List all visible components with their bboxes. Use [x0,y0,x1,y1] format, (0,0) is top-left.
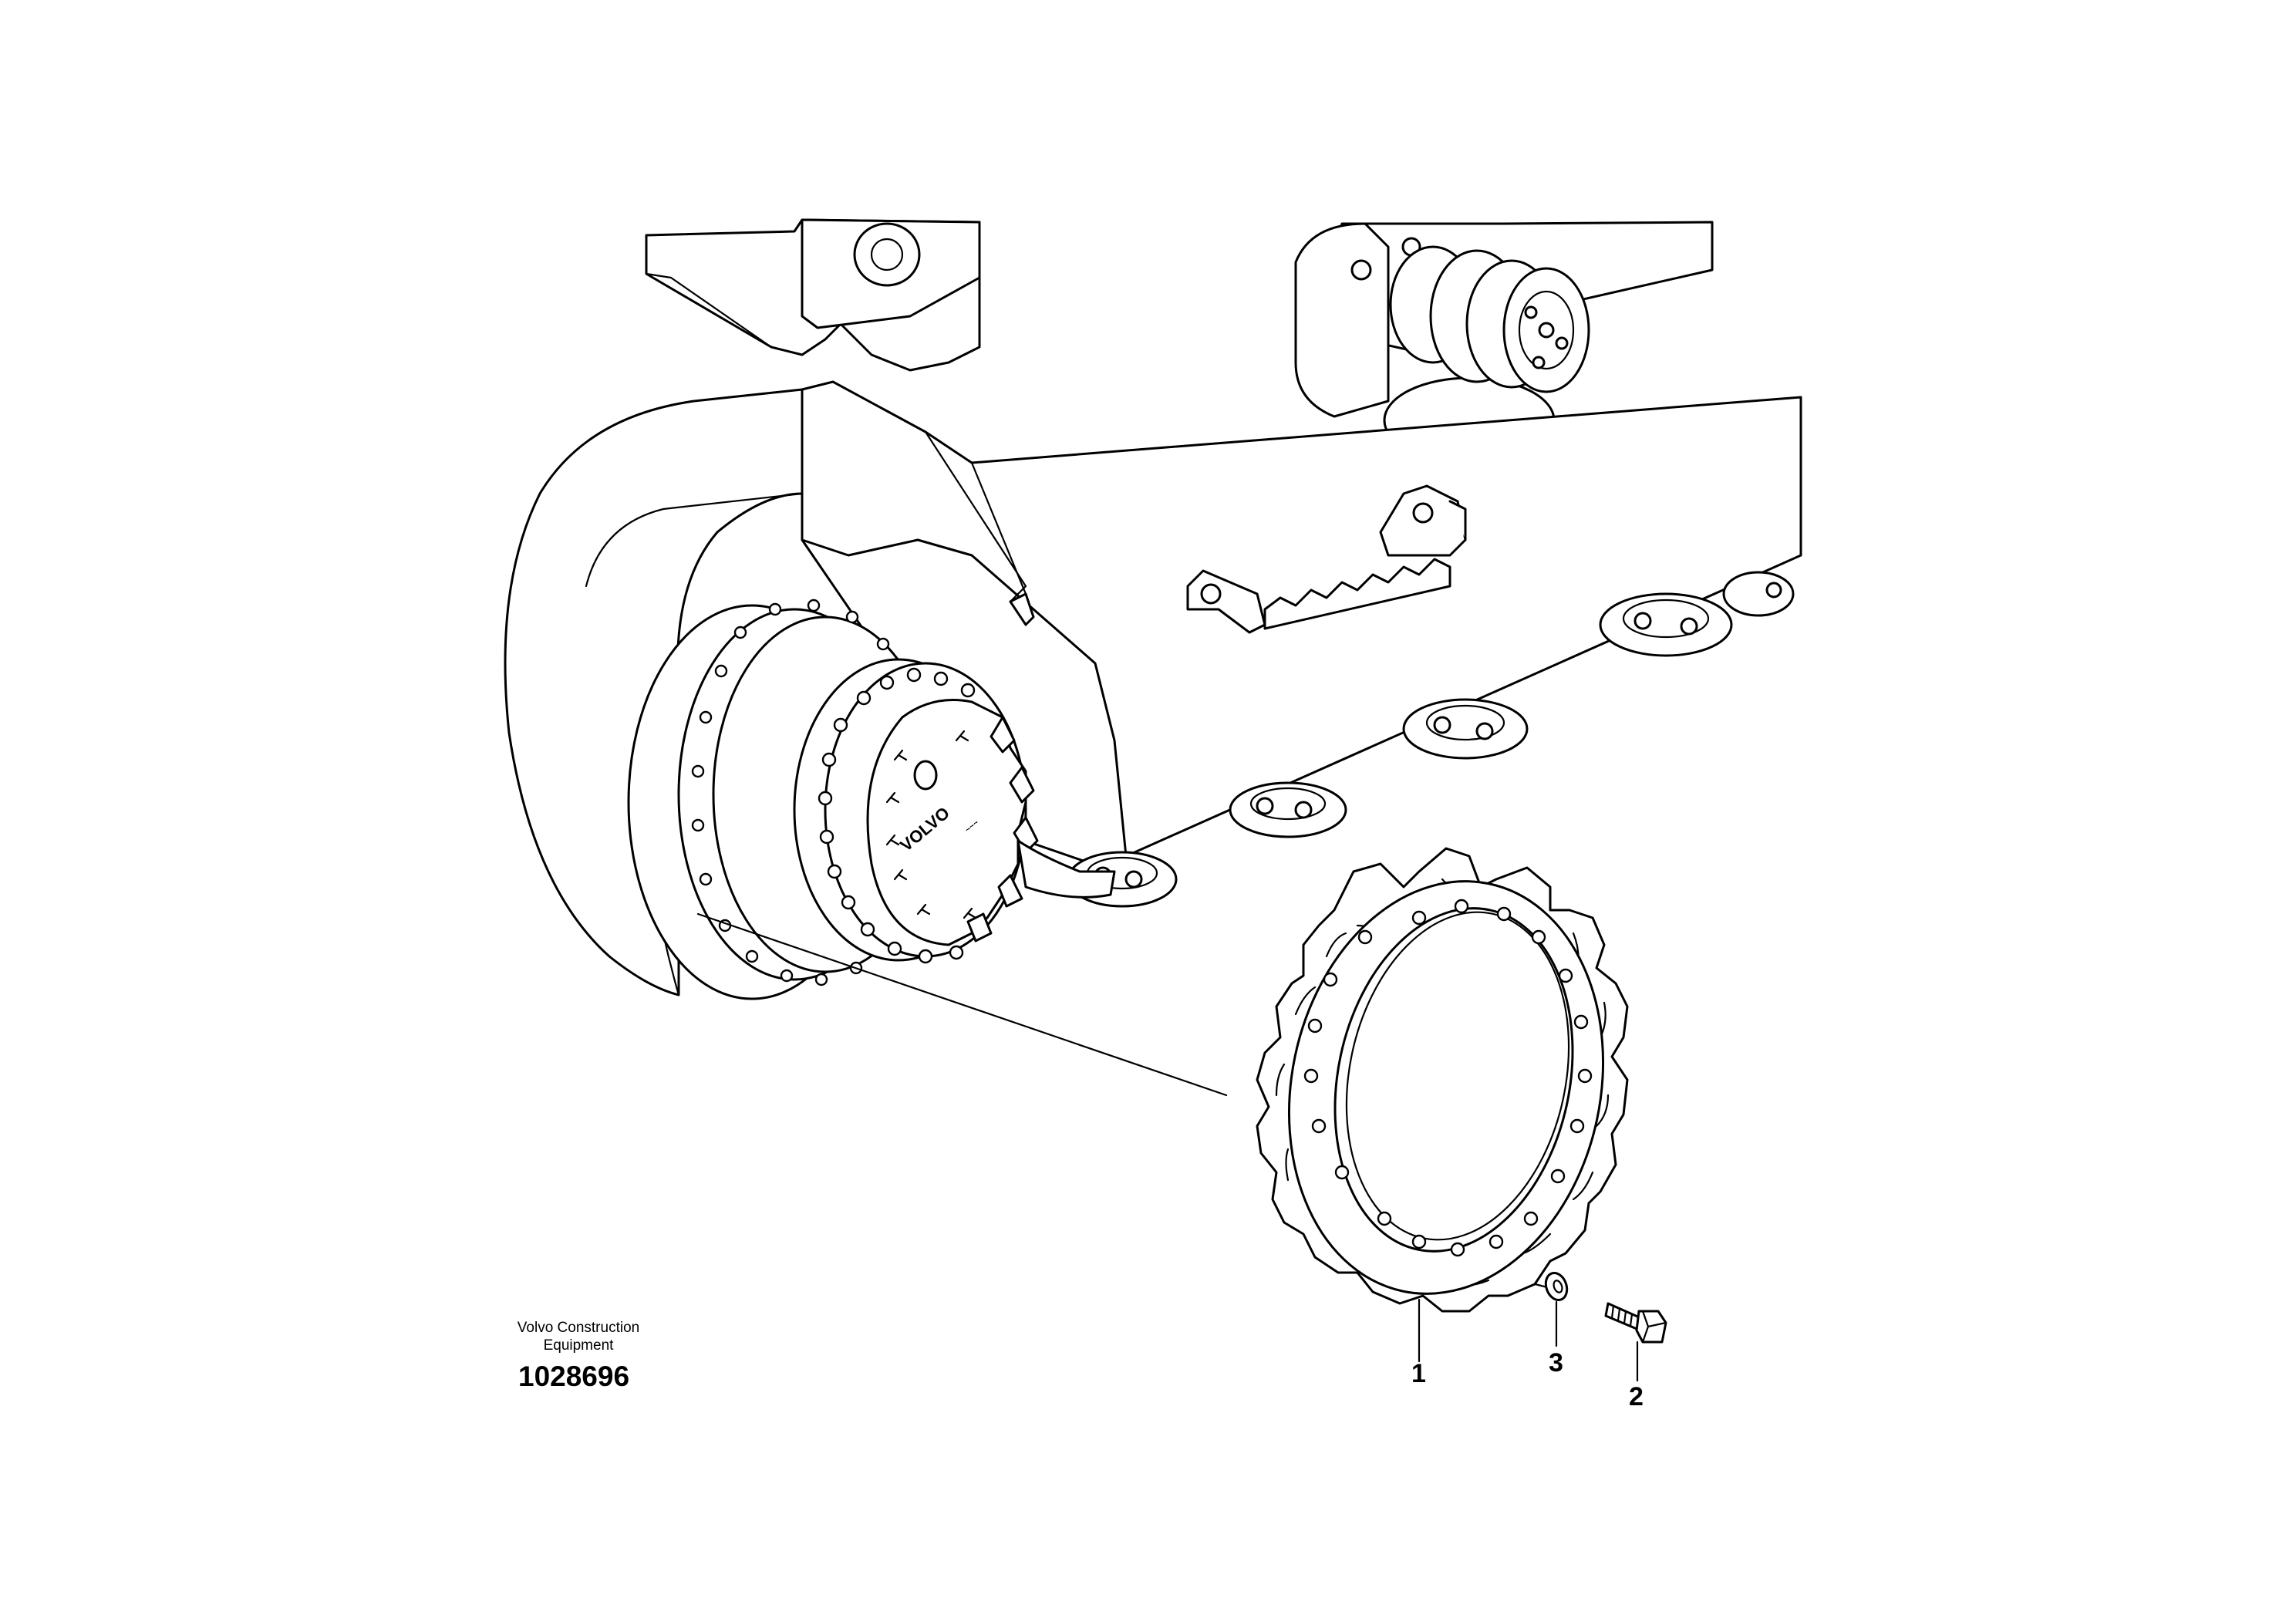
track-frame-beam [801,380,1802,873]
callout-leaders [1418,1298,1639,1382]
cover-fittings [885,730,977,919]
bolt [1604,1302,1667,1344]
callout-bolt: 2 [1629,1382,1644,1411]
sprocket [1256,847,1629,1313]
callout-washer: 3 [1549,1348,1563,1378]
company-name-line1: Volvo Construction [517,1320,640,1336]
travel-motor: VOLVO ~~~ [627,599,1116,1000]
washer [1544,1272,1569,1301]
drawing-number: 1028696 [518,1361,630,1392]
company-caption: Volvo Construction Equipment [478,1319,679,1354]
motor-flange-bolts [691,599,890,986]
carrier-roller [1294,222,1590,464]
company-name-line2: Equipment [543,1337,614,1354]
sprocket-bolt-holes [1303,899,1593,1257]
track-rollers [1067,571,1795,908]
callout-sprocket: 1 [1411,1359,1426,1388]
motor-cover-bolts [818,667,976,964]
